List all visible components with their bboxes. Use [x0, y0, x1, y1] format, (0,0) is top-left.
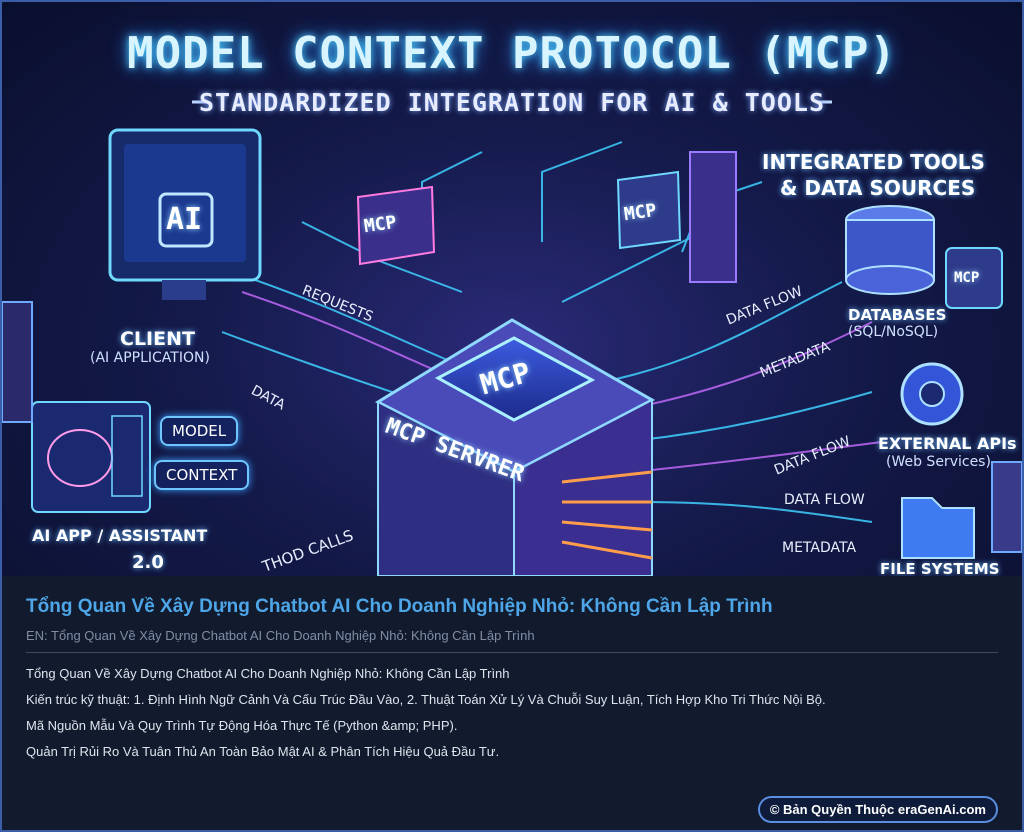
client-monitor: [108, 128, 262, 300]
hero-title: MODEL CONTEXT PROTOCOL (MCP): [127, 28, 897, 79]
databases-label: DATABASES: [848, 306, 947, 324]
ai-assistant-panel: [31, 401, 151, 513]
divider: [26, 652, 998, 653]
mcp-api-label: MCP: [954, 270, 980, 286]
mcp-card-left-label: MCP: [362, 211, 398, 238]
external-apis-label: EXTERNAL APIs: [878, 434, 1017, 453]
data-flow-label-3: DATA FLOW: [784, 492, 865, 508]
version-label: 2.0: [132, 552, 164, 573]
mcp-card-right-label: MCP: [622, 199, 658, 226]
summary-line-3: Mã Nguồn Mẫu Và Quy Trình Tự Động Hóa Th…: [26, 718, 458, 733]
client-label: CLIENT: [120, 328, 195, 350]
gear-icon: [900, 362, 964, 426]
model-pill: MODEL: [160, 416, 239, 446]
mcp-server-cube: [374, 318, 656, 576]
ai-label: AI: [166, 202, 203, 237]
databases-sublabel: (SQL/NoSQL): [848, 324, 939, 340]
summary-line-4: Quản Trị Rủi Ro Và Tuân Thủ An Toàn Bảo …: [26, 744, 500, 759]
external-apis-sublabel: (Web Services): [886, 454, 991, 470]
ai-app-label: AI APP / ASSISTANT: [32, 526, 208, 545]
metadata-label-2: METADATA: [782, 540, 857, 556]
context-pill: CONTEXT: [154, 460, 250, 490]
article-en-title: EN: Tổng Quan Về Xây Dựng Chatbot AI Cho…: [26, 628, 535, 643]
client-sublabel: (AI APPLICATION): [90, 350, 210, 366]
integrated-label: INTEGRATED TOOLS: [762, 150, 985, 174]
file-systems-label: FILE SYSTEMS: [880, 560, 1000, 576]
article-title[interactable]: Tổng Quan Về Xây Dựng Chatbot AI Cho Doa…: [26, 596, 773, 617]
database-icon: [845, 205, 1003, 309]
integrated-label-2: & DATA SOURCES: [780, 176, 976, 200]
summary-line-1: Tổng Quan Về Xây Dựng Chatbot AI Cho Doa…: [26, 666, 510, 681]
folder-icon: [901, 497, 975, 559]
article-info: Tổng Quan Về Xây Dựng Chatbot AI Cho Doa…: [2, 576, 1022, 830]
hero-subtitle: STANDARDIZED INTEGRATION FOR AI & TOOLS: [199, 88, 825, 117]
hero-graphic: [2, 100, 1022, 576]
summary-line-2: Kiến trúc kỹ thuật: 1. Định Hình Ngữ Cản…: [26, 692, 826, 707]
hero-illustration: MODEL CONTEXT PROTOCOL (MCP) STANDARDIZE…: [2, 2, 1022, 576]
mcp-card-right: [616, 151, 737, 283]
mcp-card-left: [356, 185, 436, 266]
copyright-badge[interactable]: © Bản Quyền Thuộc eraGenAi.com: [757, 796, 998, 823]
